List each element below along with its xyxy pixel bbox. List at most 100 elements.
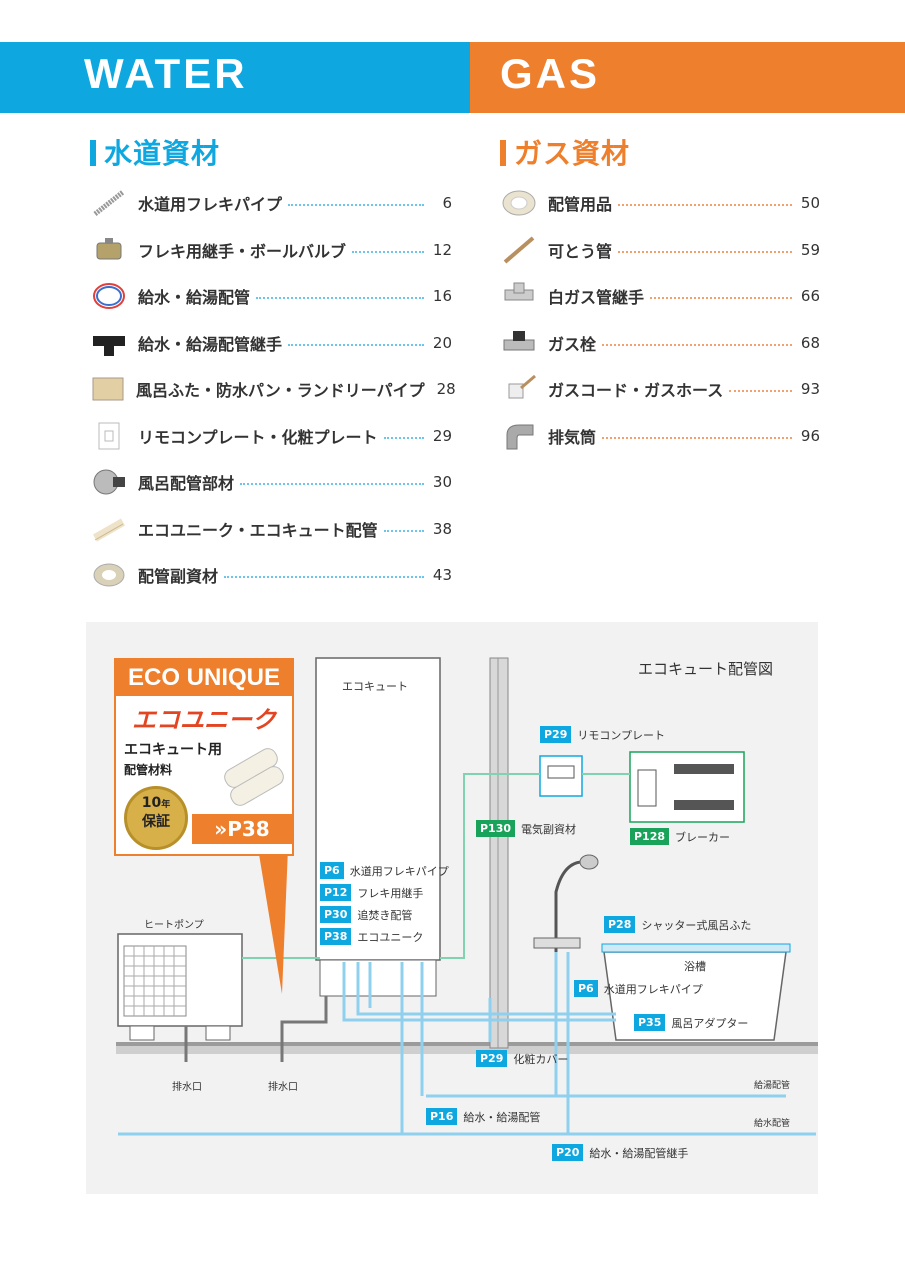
tag-text: ブレーカー [675, 830, 731, 844]
water-item-page: 6 [442, 194, 452, 212]
tag-page-code: P16 [426, 1108, 458, 1125]
water-item[interactable]: 配管副資材 43 [90, 560, 452, 590]
water-item[interactable]: 風呂ふた・防水パン・ランドリーパイプ 28 [90, 372, 456, 406]
drain-label-1: 排水口 [172, 1082, 202, 1093]
water-item-label: 配管副資材 [138, 567, 219, 586]
tag-page-code: P29 [476, 1050, 508, 1067]
gas-item[interactable]: ガス栓 68 [500, 328, 820, 358]
tag-page-code: P38 [320, 928, 352, 945]
water-item-label: リモコンプレート・化粧プレート [138, 427, 378, 447]
water-item-page: 43 [432, 566, 452, 584]
leader-dots [729, 390, 792, 392]
leader-dots [383, 436, 424, 439]
flexible-tube-icon [500, 233, 538, 267]
tag-page-code: P28 [604, 916, 636, 933]
bath-adapter-icon [90, 465, 128, 499]
bath-cover-icon [90, 372, 126, 406]
gas-item-label: 白ガス管継手 [548, 288, 645, 307]
heatpump-label: ヒートポンプ [144, 920, 204, 931]
water-item-page: 20 [432, 333, 452, 352]
ball-valve-icon [90, 233, 128, 267]
tag-page-code: P29 [540, 726, 572, 743]
gas-cock-icon [500, 326, 538, 360]
tag-text: 追焚き配管 [357, 908, 413, 922]
ecocute-piping-diagram: ECO UNIQUE エコユニーク エコキュート用 配管材料 10年 保証 »P… [86, 622, 818, 1194]
water-item-label: エコユニーク・エコキュート配管 [138, 520, 378, 540]
water-item-page: 28 [436, 380, 456, 398]
pipe-coil-icon [90, 279, 128, 313]
warranty-badge: 10年 保証 [124, 786, 188, 850]
diagram-tag[interactable]: P29 化粧カバー [476, 1050, 568, 1067]
tag-text: 水道用フレキパイプ [349, 864, 449, 878]
tee-fitting-icon [90, 326, 128, 360]
diagram-tag[interactable]: P16 給水・給湯配管 [426, 1108, 540, 1125]
gas-item[interactable]: 白ガス管継手 66 [500, 281, 820, 311]
diagram-tag[interactable]: P29 リモコンプレート [540, 726, 665, 743]
diagram-title: エコキュート配管図 [638, 660, 774, 678]
tag-page-code: P6 [574, 980, 598, 997]
eco-unique-promo[interactable]: ECO UNIQUE エコユニーク エコキュート用 配管材料 10年 保証 »P… [114, 658, 294, 856]
tag-text: 給水・給湯配管 [463, 1110, 541, 1124]
water-item-page: 38 [432, 519, 452, 538]
water-item-label: 給水・給湯配管継手 [138, 334, 283, 354]
promo-page-link[interactable]: »P38 [192, 814, 292, 844]
drain-label-2: 排水口 [268, 1082, 298, 1093]
unit-label: エコキュート [342, 680, 408, 693]
diagram-tag[interactable]: P38 エコユニーク [320, 928, 423, 945]
leader-dots [602, 343, 792, 346]
tag-text: フレキ用継手 [357, 886, 424, 900]
diagram-tag[interactable]: P128 ブレーカー [630, 828, 730, 845]
tag-text: 給水・給湯配管継手 [589, 1146, 689, 1160]
leader-dots [288, 204, 424, 206]
diagram-tag[interactable]: P30 追焚き配管 [320, 906, 412, 923]
gas-section-title: ガス資材 [500, 132, 630, 172]
gas-item-label: 排気筒 [548, 427, 597, 447]
water-item-label: 風呂配管部材 [138, 474, 235, 493]
water-header-title: WATER [84, 50, 248, 97]
leader-dots [224, 576, 424, 578]
water-item-label: 給水・給湯配管 [138, 288, 251, 307]
leader-dots [602, 436, 792, 439]
gas-item-page: 50 [800, 194, 820, 212]
tag-page-code: P30 [320, 906, 352, 923]
water-item[interactable]: エコユニーク・エコキュート配管 38 [90, 514, 452, 544]
tag-page-code: P6 [320, 862, 344, 879]
tag-page-code: P35 [634, 1014, 666, 1031]
supply-cold-label: 給水配管 [754, 1119, 791, 1129]
tag-text: リモコンプレート [577, 728, 666, 742]
tag-page-code: P128 [630, 828, 670, 845]
leader-dots [352, 250, 424, 253]
water-item-page: 12 [432, 240, 452, 259]
exhaust-elbow-icon [500, 419, 538, 453]
diagram-tag[interactable]: P6 水道用フレキパイプ [320, 862, 449, 879]
diagram-tag[interactable]: P35 風呂アダプター [634, 1014, 748, 1031]
water-section-title: 水道資材 [90, 132, 220, 172]
leader-dots [650, 297, 792, 299]
promo-line2: 配管材料 [124, 763, 173, 777]
tag-text: 風呂アダプター [671, 1016, 749, 1030]
water-item-label: 風呂ふた・防水パン・ランドリーパイプ [136, 381, 425, 400]
promo-top: ECO UNIQUE [116, 660, 292, 696]
leader-dots [618, 204, 792, 206]
gas-item-page: 68 [800, 333, 820, 352]
tag-text: エコユニーク [357, 930, 424, 944]
tag-text: 化粧カバー [513, 1052, 569, 1066]
supply-hot-label: 給湯配管 [754, 1081, 791, 1091]
gas-item-label: ガス栓 [548, 334, 597, 354]
water-item[interactable]: 給水・給湯配管継手 20 [90, 328, 452, 358]
gas-item-page: 66 [800, 287, 820, 305]
